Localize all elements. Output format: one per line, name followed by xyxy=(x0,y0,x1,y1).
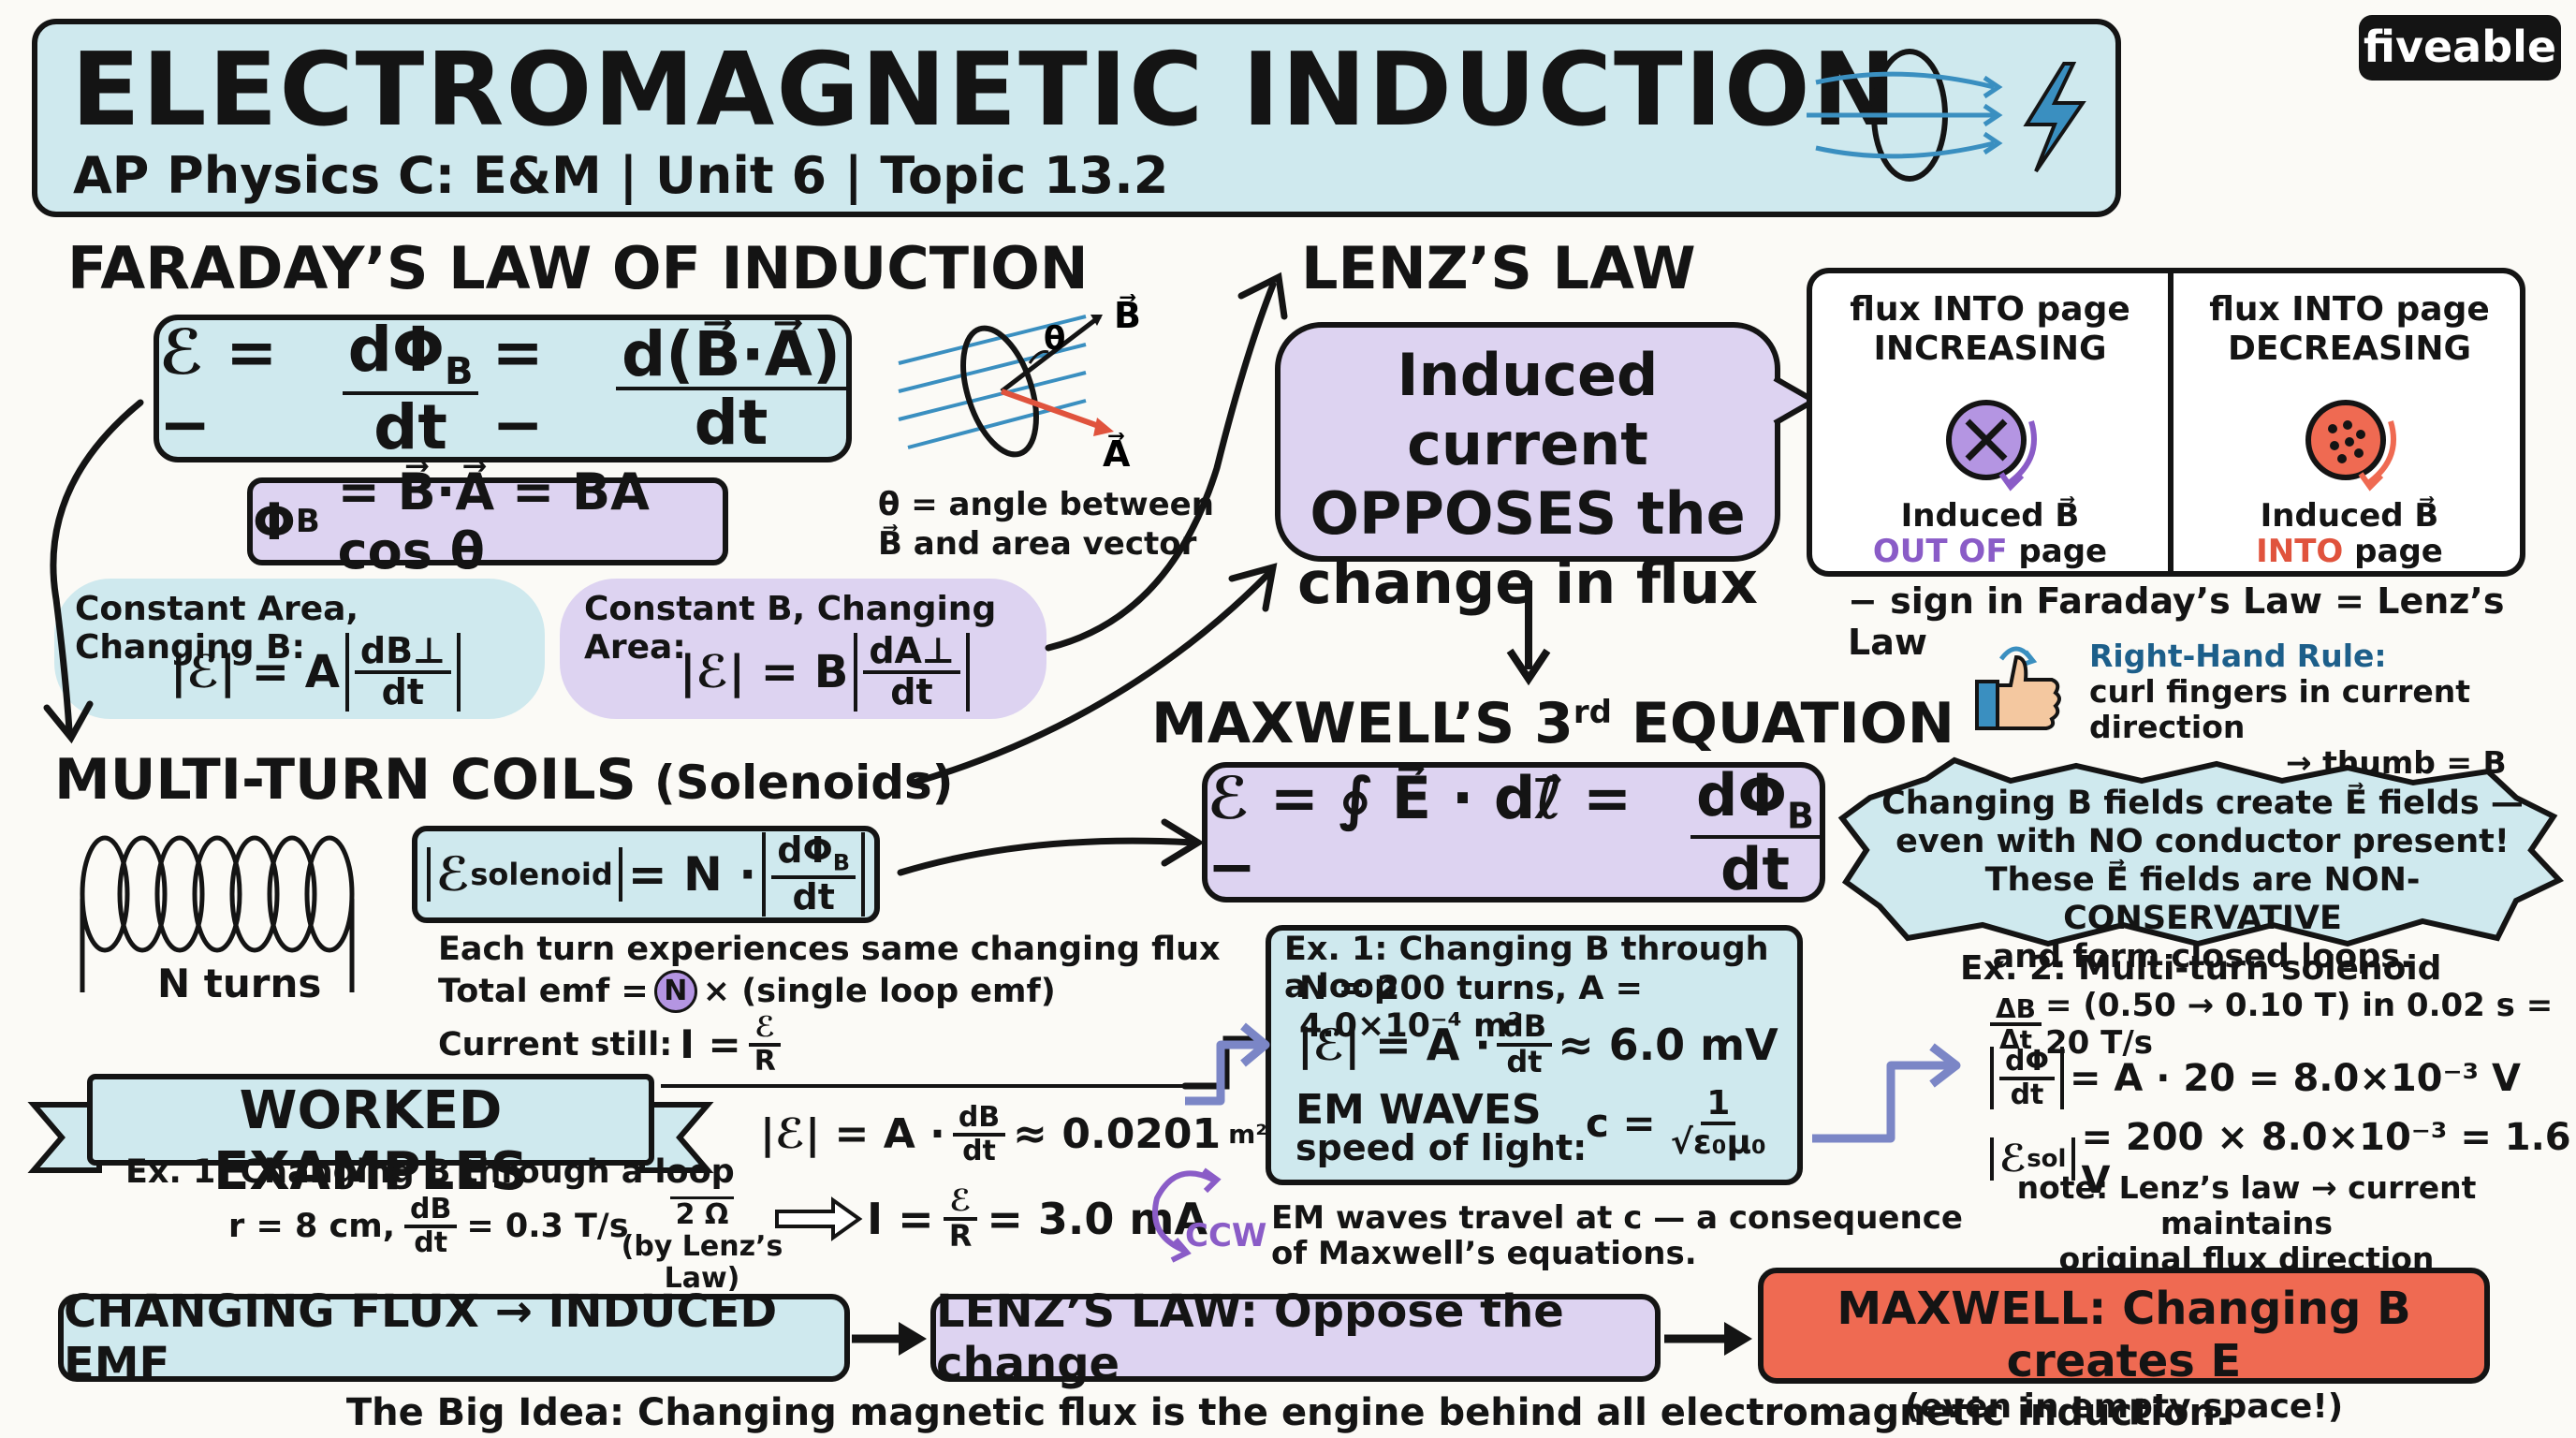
flow-arrow-2 xyxy=(1664,1322,1752,1356)
n-badge: N xyxy=(653,970,697,1013)
worked-banner-ribbon xyxy=(27,1074,714,1173)
constant-area-box: Constant Area, Changing B: |ℰ| = A dB⊥dt xyxy=(54,579,545,719)
flow-step-1: CHANGING FLUX → INDUCED EMF xyxy=(58,1285,850,1390)
eq-frac-1: dΦB dt xyxy=(342,317,479,460)
coil-label: N turns xyxy=(157,961,322,1006)
brand-logo-text: fiveable xyxy=(2363,22,2557,72)
worked-arrow xyxy=(775,1196,863,1241)
lenz-sign-note: − sign in Faraday’s Law = Lenz’s Law xyxy=(1848,580,2505,663)
eq-frac-2: d(B⃗·A⃗) dt xyxy=(615,321,846,455)
lenz-heading: LENZ’S LAW xyxy=(1301,234,1696,302)
eq-mid: = − xyxy=(491,316,544,461)
maxwell-burst xyxy=(1837,756,2564,947)
lenz-bubble: Induced current OPPOSES the change in fl… xyxy=(1275,322,1780,617)
angle-note: θ = angle between B⃗ and area vector xyxy=(878,486,1214,563)
diagram-A-label: A⃗ xyxy=(1103,433,1131,475)
worked-divider xyxy=(661,1084,1185,1088)
page-title: ELECTROMAGNETIC INDUCTION xyxy=(71,32,1899,149)
induction-icon xyxy=(1807,49,2086,182)
arrow-lenz-to-maxwell xyxy=(1506,580,1551,686)
ex2-title: Ex. 2: Multi-turn solenoid xyxy=(1960,949,2442,988)
maxwell-heading: MAXWELL’S 3rd EQUATION xyxy=(1151,691,1955,756)
lenz-case-decreasing: flux INTO page DECREASING xyxy=(2209,290,2490,368)
lenz-case-increasing: flux INTO page INCREASING xyxy=(1850,290,2130,368)
ex1-box: Ex. 1: Changing B through a loop N = 200… xyxy=(1266,925,1803,1185)
title-banner: ELECTROMAGNETIC INDUCTION AP Physics C: … xyxy=(32,19,2121,217)
maxwell-burst-text: Changing B fields create E⃗ fields — eve… xyxy=(1881,785,2524,976)
into-page-x-icon xyxy=(1946,400,2037,492)
diagram-B-label: B⃗ xyxy=(1114,294,1141,336)
eq-lhs: ℰ = − xyxy=(159,316,278,461)
coil-notes: Each turn experiences same changing flux… xyxy=(438,931,1221,1078)
page-subtitle: AP Physics C: E&M | Unit 6 | Topic 13.2 xyxy=(73,146,1169,205)
coils-heading: MULTI-TURN COILS (Solenoids) xyxy=(54,747,954,813)
ccw-label: CCW xyxy=(1185,1217,1267,1255)
flow-step-2: LENZ’S LAW: Oppose the change xyxy=(930,1285,1661,1390)
flux-loop-diagram: θ B⃗ A⃗ xyxy=(898,294,1141,475)
flow-step-3: MAXWELL: Changing B creates E (even in e… xyxy=(1758,1268,2490,1426)
big-idea: The Big Idea: Changing magnetic flux is … xyxy=(345,1391,2231,1434)
thumbs-up-icon xyxy=(1975,646,2061,730)
lenz-direction-boxes: flux INTO page INCREASING Induced B⃗ OUT… xyxy=(1807,268,2525,577)
ccw-arrow-icon xyxy=(1152,1167,1222,1263)
out-of-page-dots-icon xyxy=(2305,400,2396,492)
solenoid-coil-icon xyxy=(80,835,355,992)
worked-banner: WORKED EXAMPLES xyxy=(213,1080,528,1202)
diagram-theta: θ xyxy=(1044,320,1065,358)
worked-ex1-title: Ex. 1: Changing B through a loop xyxy=(125,1153,735,1191)
brand-logo: fiveable xyxy=(2359,15,2561,81)
em-wave-note: EM waves travel at c — a consequence of … xyxy=(1271,1199,1963,1272)
faraday-main-equation: ℰ = − dΦB dt = − d(B⃗·A⃗) dt xyxy=(154,315,852,462)
worked-resistance: 2 Ω (by Lenz’s Law) xyxy=(621,1196,783,1295)
faraday-heading: FARADAY’S LAW OF INDUCTION xyxy=(67,234,1089,302)
constant-b-box: Constant B, Changing Area: |ℰ| = B dA⊥dt xyxy=(560,579,1046,719)
flow-arrow-1 xyxy=(852,1322,927,1356)
